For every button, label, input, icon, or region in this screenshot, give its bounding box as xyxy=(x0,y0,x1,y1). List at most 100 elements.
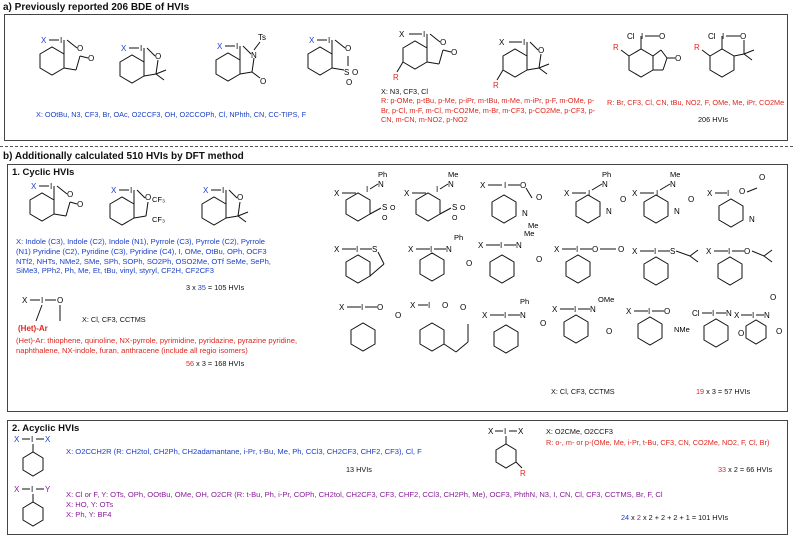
structure-a3: I N Ts O X xyxy=(215,33,266,86)
svg-text:X: X xyxy=(518,427,524,436)
svg-text:I: I xyxy=(574,305,576,314)
cyclic-x-list: X: Indole (C3), Indole (C2), Indole (N1)… xyxy=(16,237,271,276)
cyclic-title: 1. Cyclic HVIs xyxy=(12,167,75,178)
svg-text:O: O xyxy=(382,215,388,222)
svg-text:Ph: Ph xyxy=(454,233,463,242)
svg-text:X: X xyxy=(632,247,638,256)
structure-r3-5: X I O NMe xyxy=(626,307,690,346)
svg-text:N: N xyxy=(251,51,257,60)
svg-text:X: X xyxy=(399,30,405,39)
svg-text:O: O xyxy=(390,205,396,212)
svg-text:Me: Me xyxy=(524,229,534,238)
svg-text:I: I xyxy=(648,307,650,316)
svg-text:S: S xyxy=(344,68,349,77)
cyclic-het-x: X: Cl, CF3, CCTMS xyxy=(82,315,146,324)
svg-text:N: N xyxy=(522,209,528,218)
svg-text:N: N xyxy=(516,241,522,250)
svg-text:X: X xyxy=(480,181,486,190)
section-a-left-list: X: OOtBu, N3, CF3, Br, OAc, O2CCF3, OH, … xyxy=(36,110,307,119)
acyclic-xy-line-1: X: Cl or F, Y: OTs, OPh, OOtBu, OMe, OH,… xyxy=(66,490,663,499)
cyclic-het-list: (Het)-Ar: thiophene, quinoline, NX-pyrro… xyxy=(16,336,298,355)
acyclic-xy-line-2: X: HO, Y: OTs xyxy=(66,500,114,509)
svg-text:X: X xyxy=(217,42,223,51)
svg-text:I: I xyxy=(728,247,730,256)
svg-text:I: I xyxy=(500,241,502,250)
svg-text:O: O xyxy=(377,303,383,312)
svg-text:Me: Me xyxy=(448,170,458,179)
svg-text:X: X xyxy=(410,301,416,310)
svg-text:O: O xyxy=(145,193,151,202)
svg-text:N: N xyxy=(520,311,526,320)
svg-text:O: O xyxy=(675,54,681,63)
svg-text:N: N xyxy=(674,207,680,216)
svg-text:O: O xyxy=(770,293,776,302)
svg-text:I: I xyxy=(722,32,724,41)
svg-text:X: X xyxy=(482,311,488,320)
svg-text:O: O xyxy=(346,78,352,87)
structure-xixr: X I X R xyxy=(488,427,526,478)
structure-r1-3: X I O O NMe xyxy=(480,181,542,230)
svg-text:O: O xyxy=(620,195,626,204)
svg-text:X: X xyxy=(734,311,740,320)
svg-text:X: X xyxy=(488,427,494,436)
structure-r3-1: X I O O xyxy=(339,303,401,352)
svg-text:N: N xyxy=(726,309,732,318)
svg-text:O: O xyxy=(460,205,466,212)
svg-text:O: O xyxy=(536,193,542,202)
structure-r1-6: X I O O N xyxy=(707,173,765,228)
svg-text:I: I xyxy=(356,245,358,254)
structure-c2: I O CF₃ CF₃ X xyxy=(109,186,165,226)
svg-text:I: I xyxy=(654,247,656,256)
structure-xix: X I X xyxy=(14,435,51,477)
structure-r2-4: X I O O xyxy=(554,245,624,284)
svg-text:X: X xyxy=(309,36,315,45)
structure-c1: I O O X xyxy=(29,182,83,222)
svg-text:I: I xyxy=(656,189,658,198)
svg-text:X: X xyxy=(45,435,51,444)
svg-text:I: I xyxy=(576,245,578,254)
svg-text:X: X xyxy=(121,44,127,53)
acyclic-box xyxy=(7,420,788,535)
structure-r3-2: X I O O xyxy=(410,301,469,353)
svg-text:N: N xyxy=(602,180,608,189)
acyclic-right-r: R: o-, m- or p-(OMe, Me, i-Pr, t-Bu, CF3… xyxy=(546,438,770,447)
svg-text:I: I xyxy=(130,186,132,195)
svg-text:Ph: Ph xyxy=(520,297,529,306)
svg-text:I: I xyxy=(523,38,525,47)
svg-text:R: R xyxy=(694,43,700,52)
svg-text:N: N xyxy=(448,180,454,189)
svg-text:O: O xyxy=(442,301,448,310)
svg-text:S: S xyxy=(670,247,675,256)
svg-text:X: X xyxy=(14,435,20,444)
svg-text:O: O xyxy=(452,215,458,222)
structure-r3-6: Cl I N O xyxy=(692,309,744,348)
acyclic-count-1: 13 HVIs xyxy=(346,465,372,474)
svg-text:O: O xyxy=(744,247,750,256)
svg-text:I: I xyxy=(423,30,425,39)
svg-text:X: X xyxy=(706,247,712,256)
svg-text:N: N xyxy=(446,245,452,254)
svg-text:R: R xyxy=(393,73,399,82)
svg-text:I: I xyxy=(361,303,363,312)
structure-c3: I O X xyxy=(201,186,249,226)
svg-text:O: O xyxy=(237,193,243,202)
svg-text:R: R xyxy=(520,469,526,478)
svg-text:I: I xyxy=(436,185,438,194)
svg-text:X: X xyxy=(339,303,345,312)
svg-text:X: X xyxy=(478,241,484,250)
svg-text:S: S xyxy=(382,203,387,212)
svg-text:X: X xyxy=(404,189,410,198)
structure-r2-3: X I NMe O xyxy=(478,229,542,284)
svg-text:X: X xyxy=(626,307,632,316)
svg-text:N: N xyxy=(764,311,770,320)
svg-text:X: X xyxy=(499,38,505,47)
svg-text:X: X xyxy=(564,189,570,198)
svg-text:(Het)-Ar: (Het)-Ar xyxy=(18,324,48,333)
svg-text:I: I xyxy=(504,181,506,190)
svg-text:O: O xyxy=(740,32,746,41)
svg-text:O: O xyxy=(77,44,83,53)
section-a-right-total: 206 HVIs xyxy=(698,115,729,124)
svg-text:Cl: Cl xyxy=(708,32,716,41)
section-a-mid-x: X: N3, CF3, Cl xyxy=(381,87,429,96)
